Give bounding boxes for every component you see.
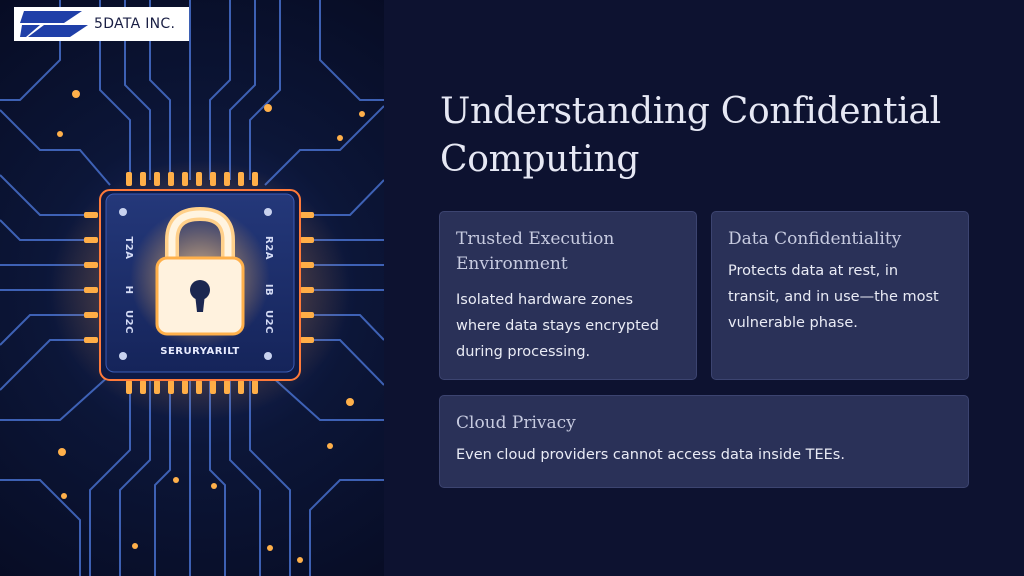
card-title: Trusted Execution Environment [456,229,615,274]
chip-brand-text: SERURYARILT [160,346,240,357]
stripes-logo-icon [20,11,88,37]
chip-side-label: H [123,286,134,295]
card-body: Isolated hardware zones where data stays… [456,292,659,360]
padlock-icon [130,206,270,348]
chip-side-label: U2C [123,310,134,334]
company-logo: 5DATA INC. [14,7,189,41]
circuit-chip-illustration: T2A H U2C R2A IB U2C SERURYARILT [0,0,384,576]
card-body: Protects data at rest, in transit, and i… [728,263,939,331]
page-title: Understanding Confidential Computing [440,91,941,180]
circuit-lights [57,90,365,563]
circuit-board-graphic: T2A H U2C R2A IB U2C SERURYARILT [0,0,384,576]
card-trusted-execution-environment: Trusted Execution Environment Isolated h… [439,211,697,380]
company-name: 5DATA INC. [94,16,176,32]
card-data-confidentiality: Data Confidentiality Protects data at re… [711,211,969,380]
chip-side-label: T2A [123,236,134,259]
card-title: Cloud Privacy [456,413,576,433]
card-body: Even cloud providers cannot access data … [456,447,845,463]
chip-side-label: R2A [263,236,274,260]
card-cloud-privacy: Cloud Privacy Even cloud providers canno… [439,395,969,488]
card-title: Data Confidentiality [728,229,902,249]
chip-side-label: U2C [263,310,274,334]
